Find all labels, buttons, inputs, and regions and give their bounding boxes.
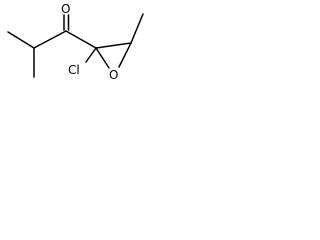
bond-epoxide-c2-o xyxy=(118,42,132,68)
bond-methyl-upper-left xyxy=(7,31,35,49)
chlorine-label: Cl xyxy=(68,63,80,77)
bond-epoxide-c1-o xyxy=(95,47,110,69)
structure-diagram: O Cl O xyxy=(0,0,166,112)
bond-epoxide-methyl xyxy=(130,13,144,44)
ring-oxygen-label: O xyxy=(109,68,118,82)
molecule-drawing: O Cl O xyxy=(7,2,144,82)
bond-carbonyl-to-epoxide xyxy=(65,30,97,49)
bond-ch-to-carbonyl xyxy=(33,30,67,49)
carbonyl-oxygen-label: O xyxy=(61,2,70,16)
bond-epoxide-cc xyxy=(95,42,132,49)
bond-c-cl xyxy=(85,47,97,63)
